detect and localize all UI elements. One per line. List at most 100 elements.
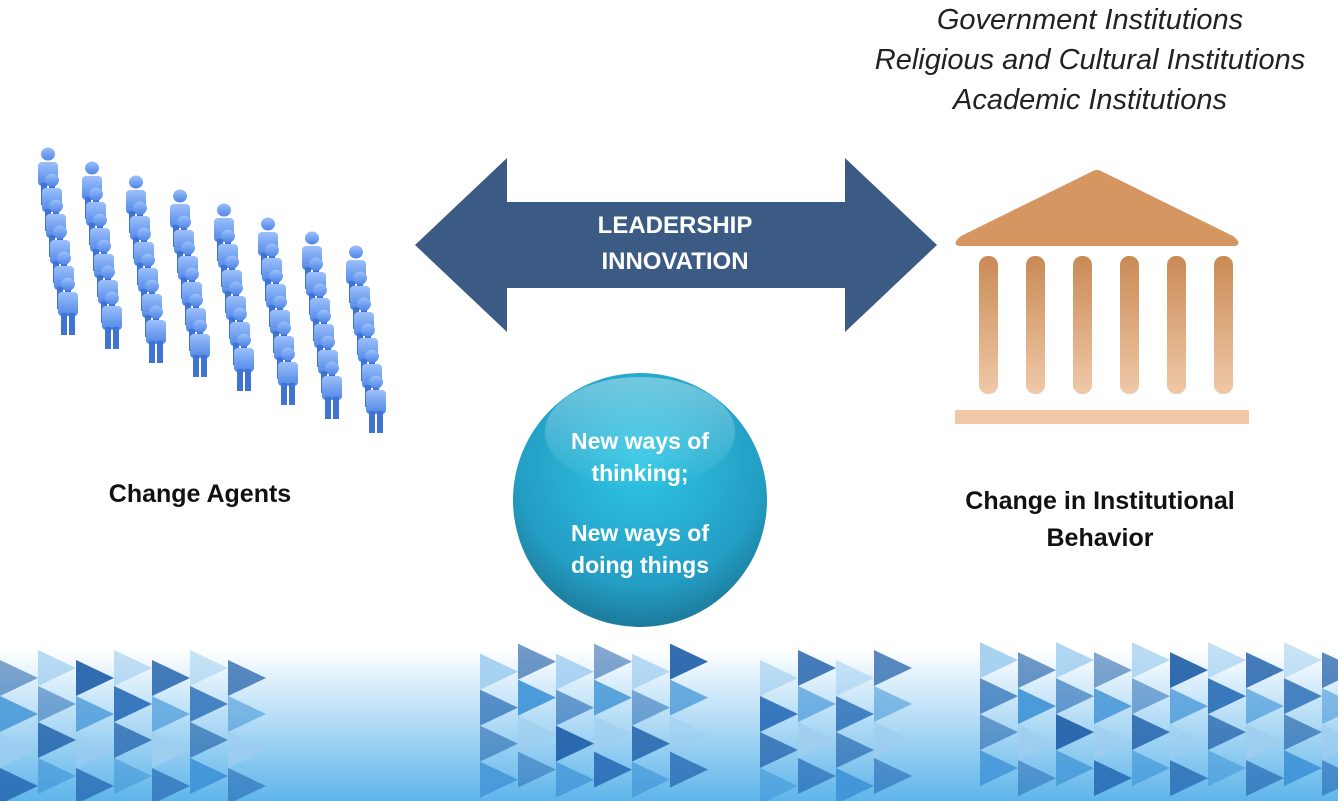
banner-triangle [836, 732, 874, 768]
institution-building-icon [955, 170, 1249, 424]
banner-triangle [1056, 714, 1094, 751]
banner-triangle [114, 650, 152, 686]
banner-triangle [1094, 652, 1132, 689]
banner-triangle [798, 686, 836, 722]
banner-triangle [1322, 688, 1338, 725]
banner-triangle [1132, 642, 1170, 679]
banner-triangle [1056, 678, 1094, 715]
banner-triangle [874, 722, 912, 758]
institutional-behavior-line2: Behavior [1046, 524, 1154, 552]
banner-triangle [1246, 652, 1284, 689]
banner-triangle [1246, 688, 1284, 725]
banner-triangle [1322, 760, 1338, 797]
banner-triangle [114, 722, 152, 758]
banner-triangle [228, 732, 266, 768]
banner-triangle [836, 660, 874, 696]
banner-triangle [632, 761, 670, 798]
banner-triangle [228, 696, 266, 732]
arrow-label-line2: INNOVATION [601, 248, 749, 275]
banner-triangle [1208, 714, 1246, 751]
banner-triangle [874, 758, 912, 794]
banner-triangle [0, 768, 38, 801]
banner-triangle [632, 725, 670, 762]
banner-triangle [1208, 642, 1246, 679]
banner-triangle [594, 751, 632, 788]
banner-triangle [480, 653, 518, 690]
banner-triangle [1094, 724, 1132, 761]
banner-triangle [874, 650, 912, 686]
banner-triangle [1208, 750, 1246, 787]
change-agents-label: Change Agents [108, 480, 292, 508]
banner-triangle [38, 758, 76, 794]
banner-triangle [980, 678, 1018, 715]
banner-triangle [1094, 688, 1132, 725]
banner-triangle [980, 714, 1018, 751]
banner-triangle [1056, 750, 1094, 787]
banner-triangle [152, 660, 190, 696]
banner-triangle [1170, 688, 1208, 725]
banner-triangle [1056, 642, 1094, 679]
banner-triangle [152, 696, 190, 732]
banner-triangle [518, 643, 556, 680]
banner-triangle [1018, 652, 1056, 689]
banner-triangle [0, 696, 38, 732]
banner-triangle [1170, 760, 1208, 797]
banner-triangle [670, 715, 708, 752]
banner-triangle [190, 722, 228, 758]
banner-triangle [1018, 688, 1056, 725]
banner-triangle [1322, 652, 1338, 689]
banner-triangle [1132, 750, 1170, 787]
banner-triangle [670, 643, 708, 680]
banner-triangle [760, 768, 798, 801]
banner-triangle [1284, 714, 1322, 751]
banner-triangle [1284, 750, 1322, 787]
banner-triangle [798, 722, 836, 758]
banner-triangle [190, 650, 228, 686]
banner-triangle [114, 758, 152, 794]
banner-triangle [980, 642, 1018, 679]
ideas-circle [513, 373, 767, 627]
banner-triangle [632, 689, 670, 726]
banner-triangle [760, 696, 798, 732]
banner-triangle [1284, 642, 1322, 679]
banner-triangle [1170, 652, 1208, 689]
banner-triangle [518, 679, 556, 716]
banner-triangle [1094, 760, 1132, 797]
institution-item-religious-cultural: Religious and Cultural Institutions [874, 44, 1306, 76]
banner-triangle [152, 732, 190, 768]
banner-triangle [480, 725, 518, 762]
banner-triangle [114, 686, 152, 722]
banner-triangle [38, 650, 76, 686]
banner-triangle [190, 758, 228, 794]
banner-triangle [1132, 678, 1170, 715]
ideas-circle-text: New ways of thinking; New ways of doing … [520, 425, 760, 581]
banner-triangle [760, 660, 798, 696]
banner-triangle [228, 768, 266, 801]
banner-triangle [480, 689, 518, 726]
banner-triangle [38, 722, 76, 758]
double-arrow-icon [415, 158, 937, 332]
banner-triangle [152, 768, 190, 801]
banner-triangle [480, 761, 518, 798]
banner-triangle [760, 732, 798, 768]
banner-triangle [0, 660, 38, 696]
circle-line1: New ways of [570, 428, 710, 454]
banner-triangle [670, 751, 708, 788]
banner-triangle [1322, 724, 1338, 761]
banner-triangle [1246, 724, 1284, 761]
banner-triangle [518, 715, 556, 752]
decorative-triangle-banner [0, 642, 1338, 801]
banner-triangle [1246, 760, 1284, 797]
institutional-behavior-label: Change in Institutional Behavior [930, 483, 1270, 557]
institutional-behavior-line1: Change in Institutional [965, 487, 1235, 515]
arrow-label: LEADERSHIP INNOVATION [540, 208, 810, 280]
banner-triangle [1018, 760, 1056, 797]
banner-triangle [594, 643, 632, 680]
institution-item-academic: Academic Institutions [952, 84, 1227, 116]
banner-triangle [1170, 724, 1208, 761]
banner-triangle [874, 686, 912, 722]
circle-line4: doing things [571, 552, 709, 578]
banner-triangle [632, 653, 670, 690]
institution-item-government: Government Institutions [936, 4, 1244, 36]
banner-triangle [76, 768, 114, 801]
